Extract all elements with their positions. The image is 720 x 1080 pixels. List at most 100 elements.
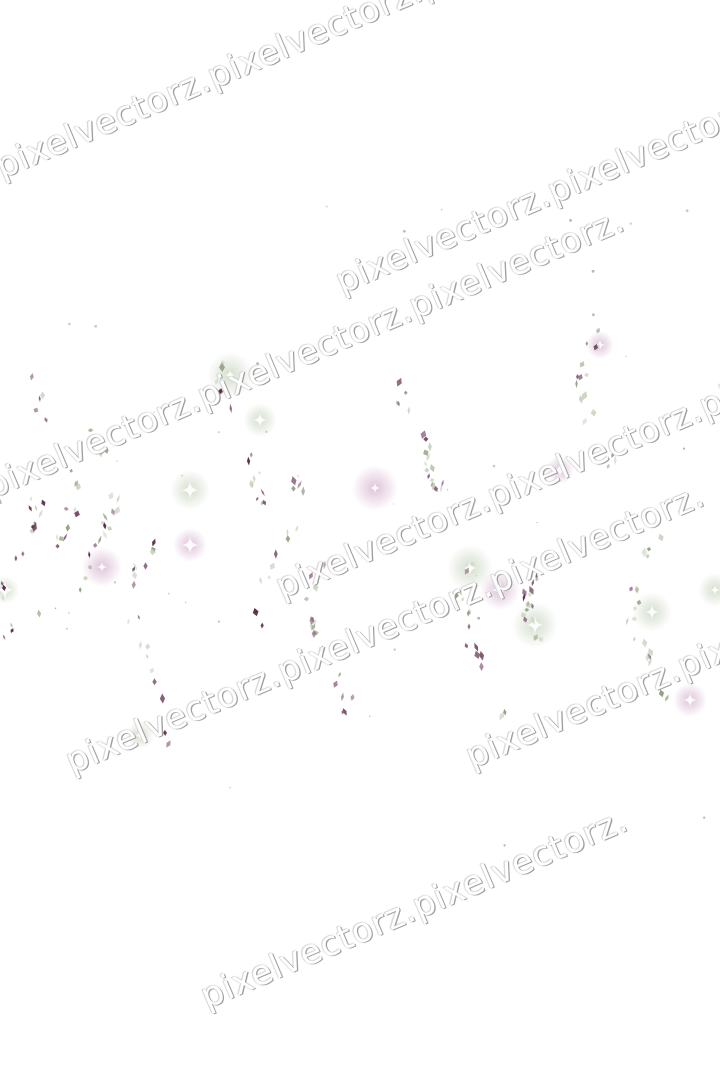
confetti-piece-88 bbox=[341, 709, 345, 715]
confetti-piece-138 bbox=[503, 708, 507, 716]
confetti-piece-53 bbox=[143, 562, 148, 570]
confetti-piece-204 bbox=[21, 551, 25, 557]
confetti-piece-36 bbox=[132, 571, 138, 580]
confetti-dot-9 bbox=[256, 362, 259, 365]
confetti-piece-104 bbox=[424, 461, 427, 467]
confetti-piece-89 bbox=[312, 583, 319, 592]
confetti-piece-97 bbox=[311, 623, 316, 631]
confetti-piece-72 bbox=[291, 476, 297, 486]
confetti-piece-182 bbox=[645, 553, 650, 559]
confetti-piece-123 bbox=[464, 567, 470, 575]
confetti-piece-98 bbox=[350, 693, 355, 701]
confetti-piece-133 bbox=[454, 602, 458, 612]
confetti-piece-118 bbox=[396, 400, 400, 407]
confetti-dot-29 bbox=[113, 581, 117, 584]
confetti-piece-176 bbox=[647, 653, 652, 661]
confetti-piece-67 bbox=[252, 474, 256, 483]
confetti-piece-61 bbox=[256, 496, 259, 502]
confetti-piece-5 bbox=[74, 510, 80, 518]
confetti-piece-168 bbox=[581, 391, 588, 401]
confetti-piece-1 bbox=[55, 533, 59, 541]
confetti-piece-101 bbox=[311, 629, 317, 639]
confetti-piece-186 bbox=[648, 657, 652, 667]
confetti-piece-7 bbox=[75, 483, 81, 491]
confetti-dot-31 bbox=[703, 816, 706, 819]
confetti-piece-170 bbox=[593, 343, 598, 351]
confetti-piece-15 bbox=[69, 468, 73, 473]
confetti-piece-147 bbox=[530, 573, 534, 581]
confetti-piece-100 bbox=[333, 680, 338, 688]
confetti-piece-58 bbox=[219, 362, 226, 373]
confetti-dot-37 bbox=[94, 324, 98, 328]
confetti-piece-143 bbox=[530, 566, 535, 572]
confetti-piece-37 bbox=[166, 740, 171, 748]
confetti-piece-26 bbox=[78, 587, 82, 593]
confetti-piece-35 bbox=[103, 522, 107, 530]
confetti-dot-7 bbox=[325, 205, 328, 208]
confetti-dot-25 bbox=[475, 575, 477, 577]
confetti-piece-12 bbox=[62, 533, 68, 542]
confetti-piece-119 bbox=[429, 464, 435, 473]
confetti-piece-114 bbox=[423, 436, 429, 442]
confetti-piece-49 bbox=[152, 678, 157, 686]
confetti-piece-46 bbox=[132, 566, 136, 572]
confetti-dot-28 bbox=[217, 620, 220, 623]
confetti-piece-124 bbox=[474, 650, 480, 659]
confetti-piece-14 bbox=[29, 373, 34, 381]
confetti-piece-21 bbox=[83, 575, 88, 581]
confetti-piece-68 bbox=[249, 452, 253, 458]
confetti-piece-112 bbox=[407, 406, 411, 415]
confetti-piece-44 bbox=[138, 640, 142, 650]
confetti-piece-198 bbox=[29, 496, 33, 502]
confetti-piece-57 bbox=[229, 403, 232, 414]
confetti-piece-48 bbox=[159, 693, 166, 704]
confetti-piece-135 bbox=[461, 597, 464, 602]
confetti-piece-77 bbox=[259, 576, 263, 585]
confetti-piece-165 bbox=[578, 373, 583, 381]
confetti-piece-32 bbox=[116, 494, 120, 504]
confetti-piece-9 bbox=[73, 506, 77, 513]
confetti-piece-11 bbox=[33, 407, 39, 413]
confetti-piece-113 bbox=[429, 477, 435, 483]
confetti-piece-193 bbox=[648, 647, 654, 657]
confetti-dot-23 bbox=[167, 592, 170, 595]
confetti-piece-33 bbox=[102, 530, 108, 540]
confetti-piece-173 bbox=[590, 408, 597, 417]
confetti-piece-148 bbox=[522, 588, 527, 597]
confetti-dot-18 bbox=[65, 627, 68, 630]
confetti-piece-99 bbox=[319, 645, 325, 654]
confetti-piece-84 bbox=[340, 692, 344, 702]
confetti-dot-36 bbox=[116, 460, 118, 462]
confetti-piece-52 bbox=[145, 643, 151, 650]
four-point-star-icon-3 bbox=[369, 482, 381, 494]
four-point-star-icon-9 bbox=[709, 584, 720, 596]
confetti-piece-39 bbox=[132, 562, 138, 571]
four-point-star-icon-14 bbox=[490, 580, 510, 600]
confetti-dot-32 bbox=[393, 648, 396, 651]
confetti-dot-4 bbox=[393, 503, 395, 505]
confetti-dot-10 bbox=[625, 355, 627, 358]
confetti-piece-120 bbox=[424, 467, 430, 473]
confetti-piece-81 bbox=[273, 549, 278, 559]
confetti-piece-210 bbox=[0, 580, 4, 586]
confetti-piece-86 bbox=[338, 672, 341, 678]
confetti-piece-63 bbox=[218, 388, 223, 395]
confetti-piece-131 bbox=[499, 711, 505, 721]
confetti-piece-28 bbox=[93, 542, 98, 548]
confetti-dot-27 bbox=[569, 219, 572, 222]
confetti-piece-158 bbox=[522, 592, 526, 602]
confetti-piece-110 bbox=[432, 481, 436, 490]
confetti-piece-70 bbox=[297, 480, 302, 489]
four-point-star-icon-7 bbox=[462, 560, 478, 576]
confetti-dot-16 bbox=[436, 240, 439, 244]
confetti-piece-139 bbox=[464, 643, 469, 649]
confetti-piece-156 bbox=[531, 579, 535, 587]
confetti-piece-187 bbox=[646, 546, 652, 552]
confetti-dot-3 bbox=[217, 431, 220, 434]
confetti-piece-93 bbox=[323, 560, 326, 570]
confetti-dot-14 bbox=[685, 209, 689, 213]
confetti-piece-83 bbox=[252, 608, 259, 617]
confetti-piece-203 bbox=[2, 634, 6, 640]
confetti-piece-95 bbox=[309, 572, 313, 580]
